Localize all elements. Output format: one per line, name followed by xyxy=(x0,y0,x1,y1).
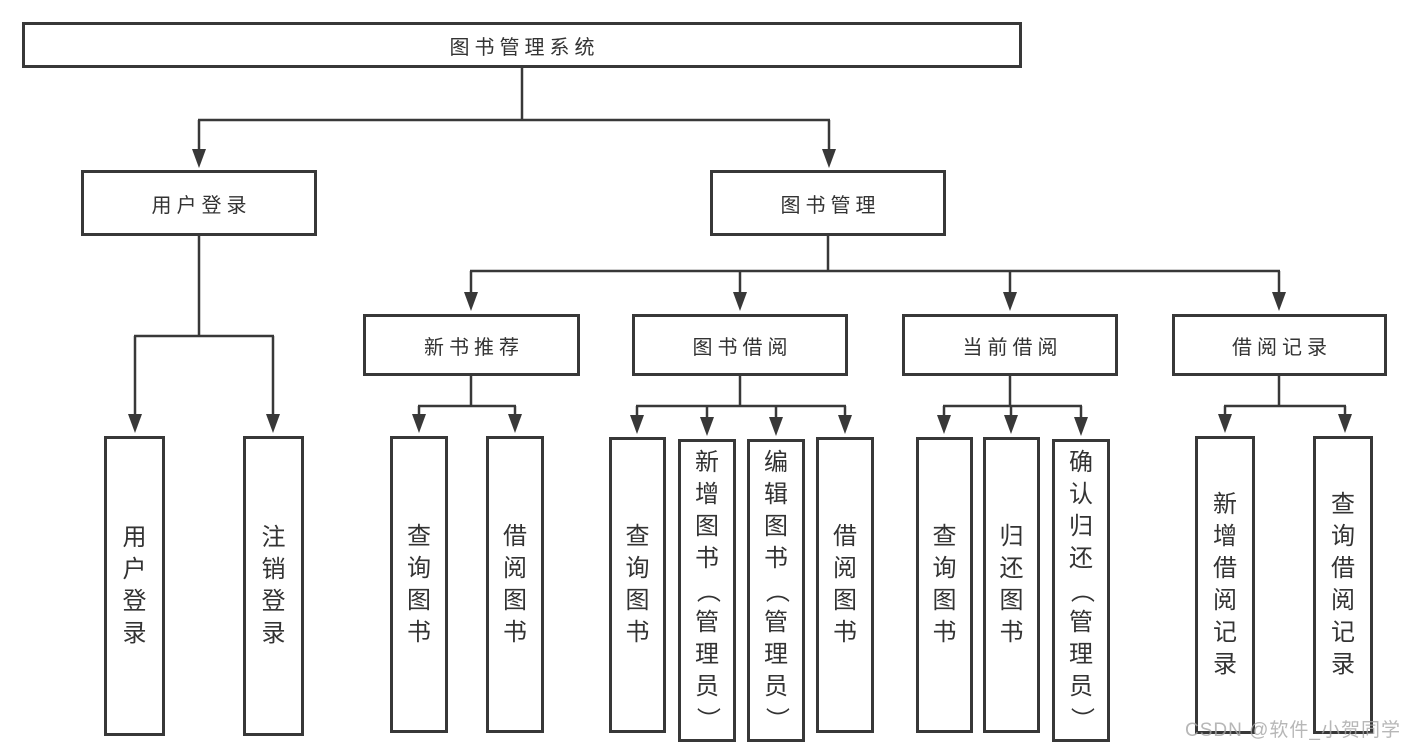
node-label: 用户登录 xyxy=(151,194,252,217)
leaf-label: 查询图书 xyxy=(625,523,650,646)
leaf-confirm-return-admin: 确认归还（管理员） xyxy=(1052,439,1110,742)
node-library-management-system: 图书管理系统 xyxy=(22,22,1022,68)
leaf-logout: 注销登录 xyxy=(243,436,304,736)
node-user-login: 用户登录 xyxy=(81,170,317,236)
node-label: 图书管理 xyxy=(780,194,881,217)
leaf-label: 归还图书 xyxy=(999,523,1024,646)
node-label: 借阅记录 xyxy=(1232,336,1332,359)
leaf-label: 用户登录 xyxy=(122,524,147,647)
leaf-add-book-admin: 新增图书（管理员） xyxy=(678,439,736,742)
leaf-label: 查询借阅记录 xyxy=(1331,491,1355,678)
node-label: 当前借阅 xyxy=(962,336,1063,359)
leaf-borrow-books-recommend: 借阅图书 xyxy=(486,436,544,733)
leaf-query-books-current: 查询图书 xyxy=(916,437,973,733)
node-label: 图书借阅 xyxy=(692,336,793,359)
leaf-add-borrow-record: 新增借阅记录 xyxy=(1195,436,1255,734)
leaf-user-login: 用户登录 xyxy=(104,436,165,736)
node-book-management: 图书管理 xyxy=(710,170,946,236)
node-label: 新书推荐 xyxy=(424,336,524,359)
leaf-label: 注销登录 xyxy=(261,524,286,647)
leaf-label: 确认归还（管理员） xyxy=(1068,448,1095,731)
leaf-return-book: 归还图书 xyxy=(983,437,1040,733)
leaf-query-books-borrowing: 查询图书 xyxy=(609,437,666,733)
leaf-borrow-books-borrowing: 借阅图书 xyxy=(816,437,874,733)
leaf-label: 新增图书（管理员） xyxy=(694,448,721,731)
node-borrowing-records: 借阅记录 xyxy=(1172,314,1387,376)
leaf-label: 新增借阅记录 xyxy=(1213,491,1237,678)
leaf-query-books-recommend: 查询图书 xyxy=(390,436,448,733)
leaf-edit-book-admin: 编辑图书（管理员） xyxy=(747,439,805,742)
node-label: 图书管理系统 xyxy=(449,36,600,59)
leaf-label: 借阅图书 xyxy=(503,522,527,646)
leaf-label: 查询图书 xyxy=(932,523,957,646)
node-book-borrowing: 图书借阅 xyxy=(632,314,848,376)
leaf-label: 借阅图书 xyxy=(833,523,857,646)
csdn-watermark: CSDN @软件_小贺同学 xyxy=(1185,720,1401,741)
node-new-book-recommend: 新书推荐 xyxy=(363,314,580,376)
leaf-label: 查询图书 xyxy=(407,522,431,646)
leaf-label: 编辑图书（管理员） xyxy=(763,448,790,731)
leaf-query-borrow-record: 查询借阅记录 xyxy=(1313,436,1373,734)
node-current-borrowing: 当前借阅 xyxy=(902,314,1118,376)
